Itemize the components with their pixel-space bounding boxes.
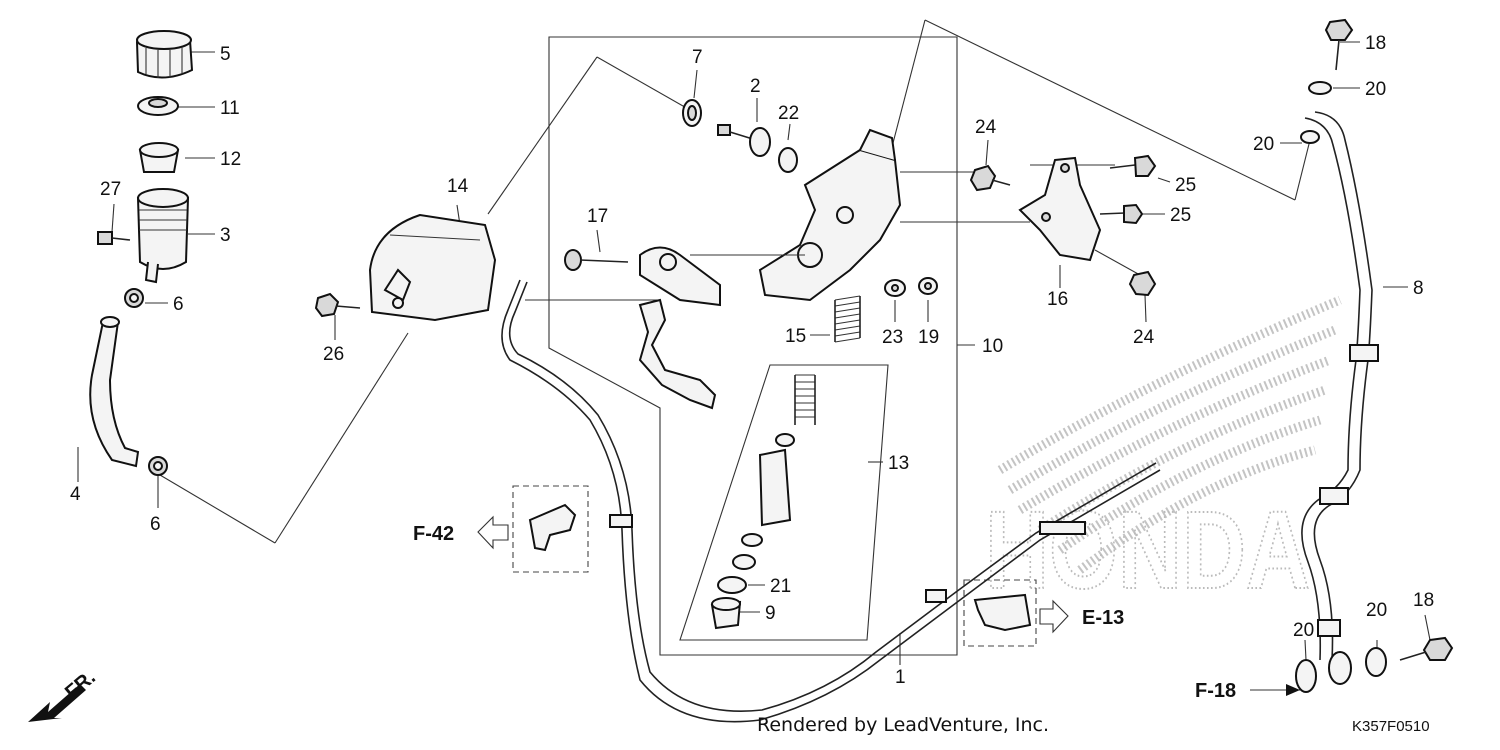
circlip bbox=[682, 99, 702, 127]
diaphragm bbox=[138, 142, 180, 173]
label-part-3[interactable]: 3 bbox=[220, 225, 231, 246]
label-part-20-lower-right[interactable]: 20 bbox=[1366, 600, 1387, 621]
cable-clip-f42 bbox=[528, 503, 577, 552]
bolt-25-lower bbox=[1099, 203, 1144, 225]
pivot-bolt bbox=[717, 124, 771, 157]
label-part-20-mid[interactable]: 20 bbox=[1253, 134, 1274, 155]
bolt-17 bbox=[564, 249, 629, 271]
render-credit: Rendered by LeadVenture, Inc. bbox=[757, 714, 1049, 736]
o-ring bbox=[778, 147, 798, 173]
label-part-11[interactable]: 11 bbox=[220, 98, 240, 119]
hose-clip-lower bbox=[148, 456, 168, 476]
label-part-24-lower[interactable]: 24 bbox=[1133, 327, 1155, 348]
banjo-bolt-upper bbox=[1324, 18, 1354, 71]
ref-box-e13 bbox=[963, 579, 1037, 647]
label-part-2[interactable]: 2 bbox=[750, 76, 761, 97]
arrow-f18 bbox=[1286, 684, 1300, 696]
reservoir bbox=[136, 188, 190, 284]
label-part-16[interactable]: 16 bbox=[1047, 289, 1068, 310]
bolt-25-upper bbox=[1109, 154, 1157, 177]
plate bbox=[137, 96, 179, 116]
label-part-21[interactable]: 21 bbox=[770, 576, 791, 597]
mounting-bracket bbox=[1018, 156, 1102, 262]
label-part-17[interactable]: 17 bbox=[587, 206, 608, 227]
label-part-14[interactable]: 14 bbox=[447, 176, 469, 197]
arrow-e13 bbox=[1039, 599, 1069, 634]
hose-fitting-lower bbox=[1328, 651, 1352, 685]
group-box-piston-set bbox=[679, 364, 889, 641]
reservoir-cap bbox=[135, 30, 194, 79]
label-part-9[interactable]: 9 bbox=[765, 603, 776, 624]
label-part-25-lower[interactable]: 25 bbox=[1170, 205, 1191, 226]
leader-lines bbox=[77, 41, 1431, 691]
honda-watermark: HONDA bbox=[984, 295, 1342, 613]
spring bbox=[834, 295, 861, 343]
washer-23 bbox=[884, 279, 906, 297]
sealing-washer-lower-right bbox=[1365, 647, 1387, 677]
label-part-22[interactable]: 22 bbox=[778, 103, 799, 124]
label-part-4[interactable]: 4 bbox=[70, 484, 81, 505]
label-part-6-lower[interactable]: 6 bbox=[150, 514, 161, 535]
hose-clip-upper bbox=[124, 288, 144, 308]
screw-27 bbox=[97, 231, 131, 245]
label-part-6-upper[interactable]: 6 bbox=[173, 294, 184, 315]
bolt-24-lower bbox=[1128, 270, 1157, 297]
sealing-washer-upper bbox=[1308, 81, 1332, 95]
bolt-24-upper bbox=[969, 164, 1011, 192]
label-part-15[interactable]: 15 bbox=[785, 326, 806, 347]
sealing-washer-lower-left bbox=[1295, 659, 1317, 693]
master-cylinder-body bbox=[639, 128, 902, 307]
piston-set bbox=[710, 374, 816, 630]
group-box-master-cylinder bbox=[548, 36, 958, 656]
label-part-8[interactable]: 8 bbox=[1413, 278, 1424, 299]
label-part-25-upper[interactable]: 25 bbox=[1175, 175, 1196, 196]
label-part-20-upper[interactable]: 20 bbox=[1365, 79, 1386, 100]
switch-cable bbox=[501, 279, 1161, 723]
front-arrow bbox=[28, 684, 86, 722]
label-part-24-upper[interactable]: 24 bbox=[975, 117, 997, 138]
master-cylinder-cover bbox=[368, 213, 497, 322]
label-part-26[interactable]: 26 bbox=[323, 344, 344, 365]
watermark-text: HONDA bbox=[985, 489, 1310, 612]
switch-bracket bbox=[638, 298, 717, 410]
nut-19 bbox=[918, 277, 938, 295]
bolt-26 bbox=[314, 292, 361, 318]
brake-hose bbox=[1301, 111, 1379, 661]
ref-label-f42[interactable]: F-42 bbox=[413, 523, 454, 545]
part-labels: 5 11 12 27 3 6 4 6 14 26 7 2 22 17 24 25… bbox=[70, 33, 1434, 688]
label-part-19[interactable]: 19 bbox=[918, 327, 939, 348]
label-part-13[interactable]: 13 bbox=[888, 453, 909, 474]
banjo-bolt-lower bbox=[1399, 636, 1454, 661]
label-part-12[interactable]: 12 bbox=[220, 149, 241, 170]
label-part-18-lower[interactable]: 18 bbox=[1413, 590, 1434, 611]
label-part-10[interactable]: 10 bbox=[982, 336, 1003, 357]
arrow-f42 bbox=[477, 515, 509, 550]
label-part-23[interactable]: 23 bbox=[882, 327, 903, 348]
cable-bracket-e13 bbox=[973, 593, 1032, 632]
sealing-washer-mid bbox=[1300, 130, 1320, 144]
label-part-1[interactable]: 1 bbox=[895, 667, 906, 688]
ref-label-f18[interactable]: F-18 bbox=[1195, 680, 1236, 702]
label-part-18-upper[interactable]: 18 bbox=[1365, 33, 1386, 54]
label-part-5[interactable]: 5 bbox=[220, 44, 231, 65]
label-part-20-lower-left[interactable]: 20 bbox=[1293, 620, 1314, 641]
label-part-27[interactable]: 27 bbox=[100, 179, 121, 200]
diagram-code: K357F0510 bbox=[1352, 718, 1430, 735]
reservoir-hose bbox=[89, 316, 140, 468]
label-part-7[interactable]: 7 bbox=[692, 47, 703, 68]
ref-label-e13[interactable]: E-13 bbox=[1082, 607, 1124, 629]
